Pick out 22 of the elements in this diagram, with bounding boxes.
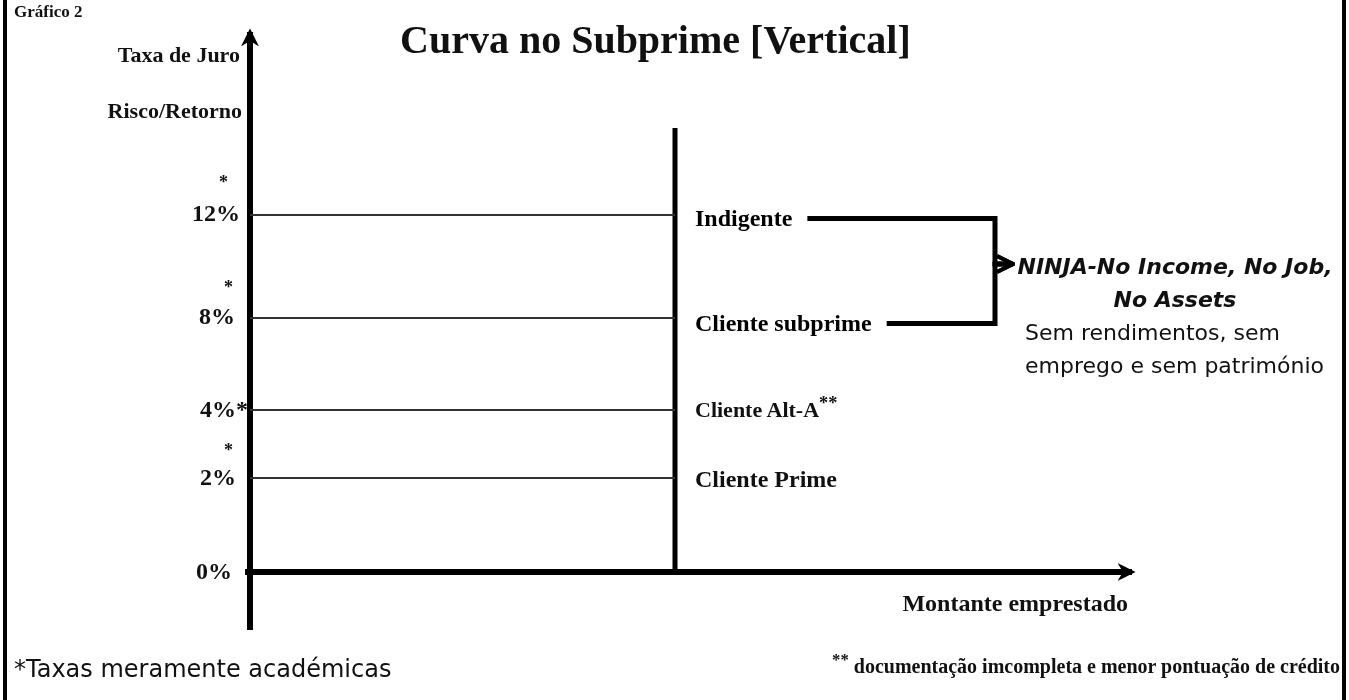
category-label: Cliente Alt-A$^{**}$ [695, 393, 838, 424]
chart-title: Curva no Subprime [Vertical] [400, 16, 911, 63]
footnote: $^{**}$ documentação imcompleta e menor pontuação de crédito [832, 650, 1340, 678]
tick-label: 4%* [200, 396, 248, 423]
acronym-note: NINJA-No Income, No Job, No Assets [1016, 253, 1334, 314]
tick-label: 8% [199, 303, 235, 330]
translation-note: Sem rendimentos, sem emprego e sem património [1024, 319, 1325, 380]
footnote-mark: * [224, 277, 233, 298]
tick-label: 0% [196, 558, 232, 585]
category-label: Indigente [695, 205, 793, 232]
axis-title: Montante emprestado [902, 590, 1128, 617]
footnote-mark: * [224, 440, 233, 461]
axis-title: Taxa de Juro [117, 42, 240, 68]
category-label: Cliente Prime [695, 466, 837, 493]
category-label: Cliente subprime [695, 310, 872, 337]
footnote: *Taxas meramente académicas [14, 655, 392, 683]
bracket-arrow [886, 254, 1015, 326]
tick-label: 2% [200, 464, 236, 491]
axis-title: Risco/Retorno [107, 98, 242, 124]
footnote-mark: * [219, 172, 228, 193]
chart-number: Gráfico 2 [14, 2, 83, 22]
tick-label: 12% [192, 200, 240, 227]
